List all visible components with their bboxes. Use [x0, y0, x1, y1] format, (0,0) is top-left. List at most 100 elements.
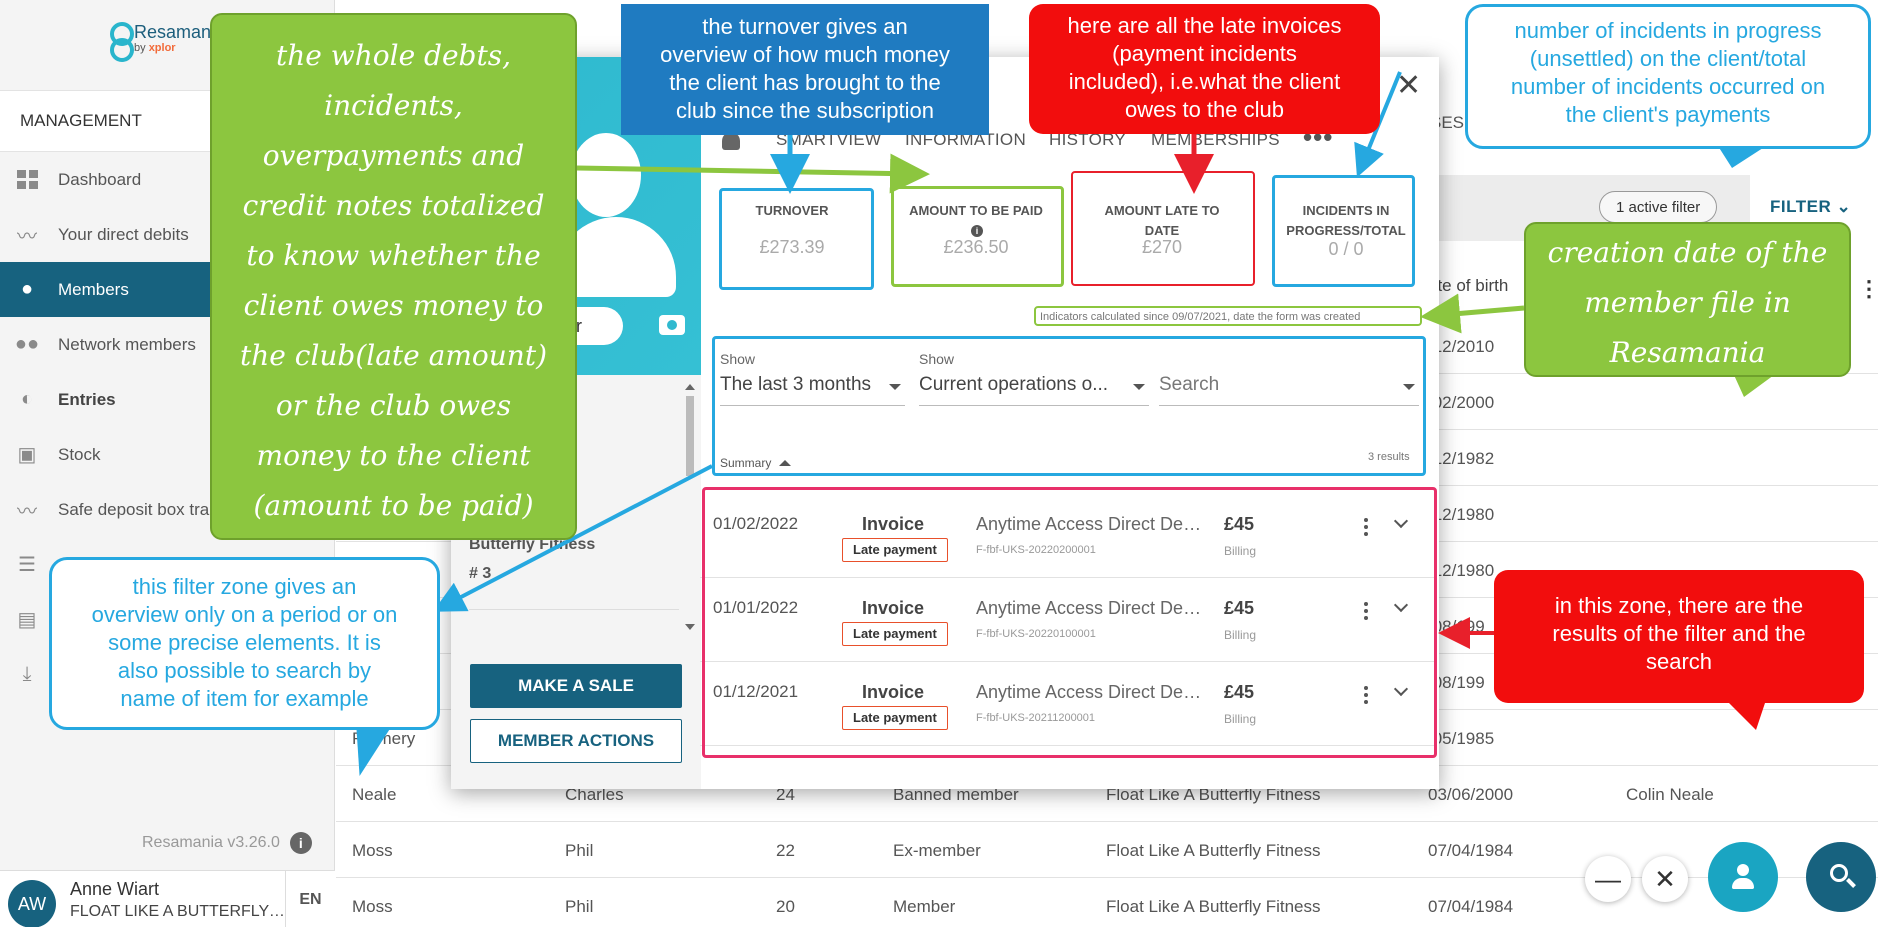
column-menu-icon[interactable]: ⋮	[1858, 276, 1878, 301]
cell-club: Float Like A Butterfly Fitness	[1106, 897, 1321, 916]
tab-memberships[interactable]: MEMBERSHIPS	[1151, 130, 1280, 149]
bell-icon[interactable]	[722, 132, 740, 150]
kebab-menu-icon[interactable]	[1364, 602, 1368, 622]
operations-value: Current operations o...	[919, 374, 1109, 395]
sidebar-item-network-members[interactable]: ●● Network members	[0, 317, 335, 372]
callout-turnover: the turnover gives an overview of how muc…	[621, 4, 989, 135]
callout-line: here are all the late invoices	[1067, 13, 1342, 38]
cell-club: Float Like A Butterfly Fitness	[1106, 841, 1321, 860]
sidebar-item-label: Safe deposit box tra	[58, 499, 210, 519]
kpi-turnover: TURNOVER £273.39	[717, 187, 867, 281]
kpi-amount-late: AMOUNT LATE TO DATE £270	[1087, 187, 1237, 281]
sidebar-item-downloads[interactable]: ⤓	[0, 647, 335, 702]
filter-label: FILTER	[1770, 197, 1832, 216]
list-icon: ☰	[18, 554, 36, 576]
operation-date: 01/01/2022	[713, 598, 799, 617]
kebab-menu-icon[interactable]	[1364, 518, 1368, 538]
cell-last: Moss	[352, 841, 393, 860]
arrow-debts	[576, 153, 930, 194]
arrow-incidents	[1354, 71, 1402, 178]
cell-dob: /12/1980	[1428, 505, 1495, 524]
cell-first: Phil	[565, 841, 594, 860]
make-a-sale-button[interactable]: MAKE A SALE	[470, 664, 682, 708]
chevron-down-icon: ⌄	[1836, 197, 1852, 216]
kpi-label: AMOUNT LATE TO DATE	[1104, 203, 1220, 238]
sidebar-item-label: Network members	[58, 334, 196, 354]
trend-icon: 〰	[17, 226, 37, 248]
cell-dob: /08/199	[1428, 673, 1485, 692]
kebab-menu-icon[interactable]	[1364, 686, 1368, 706]
cell-status: Ex-member	[893, 841, 981, 860]
stock-icon: ▣	[17, 444, 37, 466]
sidebar-item-dashboard[interactable]: Dashboard	[0, 152, 335, 207]
avatar[interactable]: AW	[8, 880, 56, 927]
cell-dob: 03/06/2000	[1428, 785, 1514, 804]
member-placeholder-head	[571, 133, 641, 217]
close-panel-button[interactable]: ✕	[1642, 856, 1688, 902]
member-actions-button[interactable]: MEMBER ACTIONS	[470, 719, 682, 763]
user-panel[interactable]: AW Anne Wiart FLOAT LIKE A BUTTERFLY FIT…	[0, 870, 335, 927]
highlight-incidents	[1272, 175, 1415, 287]
sidebar-item-cards[interactable]: ▤	[0, 592, 335, 647]
cell-last: Framery	[352, 729, 416, 748]
language-switch[interactable]: EN	[285, 871, 335, 927]
search-select[interactable]: Search	[1159, 374, 1419, 406]
operations-select[interactable]: Current operations o...	[919, 374, 1149, 406]
chevron-down-icon	[889, 384, 901, 390]
callout-line: overview of how much money	[660, 42, 950, 67]
period-select[interactable]: The last 3 months	[720, 374, 905, 406]
sidebar-item-direct-debits[interactable]: 〰 Your direct debits	[0, 207, 335, 262]
info-icon[interactable]: i	[289, 832, 312, 854]
column-header-dob[interactable]: ate of birth	[1428, 276, 1509, 295]
callout-line: the whole debts,	[276, 39, 511, 72]
tab-history[interactable]: HISTORY	[1049, 130, 1127, 149]
callout-late: here are all the late invoices(payment i…	[1029, 4, 1380, 134]
operation-category: Billing	[1224, 544, 1257, 558]
download-icon: ⤓	[22, 663, 32, 685]
resamania-logo[interactable]: Resamania by xplor	[108, 22, 225, 68]
cell-owner: Colin Neale	[1626, 785, 1714, 804]
cell-first: Phil	[565, 897, 594, 916]
search-placeholder: Search	[1159, 374, 1220, 395]
cell-age: 24	[776, 785, 795, 804]
kpi-amount-to-pay: AMOUNT TO BE PAID i £236.50	[901, 187, 1051, 281]
callout-line: overpayments and	[262, 139, 525, 172]
member-fab-button[interactable]	[1708, 842, 1778, 912]
highlight-to-pay	[891, 186, 1064, 287]
callout-line: creation date of the	[1547, 236, 1828, 269]
sidebar-item-stock[interactable]: ▣ Stock	[0, 427, 335, 482]
callout-debts: the whole debts,incidents,overpayments a…	[210, 13, 577, 540]
sidebar-item-safe-deposit[interactable]: 〰 Safe deposit box tra	[0, 482, 335, 537]
sidebar-item-entries[interactable]: ◐ Entries	[0, 372, 335, 427]
operation-category: Billing	[1224, 628, 1257, 642]
search-icon	[1830, 864, 1848, 882]
callout-line: Resamania	[1609, 336, 1766, 369]
chevron-up-icon	[779, 460, 792, 466]
callout-line: client owes money to	[243, 289, 544, 322]
minimize-button[interactable]: —	[1585, 856, 1631, 902]
cell-dob: 07/04/1984	[1428, 841, 1514, 860]
member-number: # 3	[469, 565, 492, 582]
sidebar-item-reports[interactable]: ☰	[0, 537, 335, 592]
callout-line: the turnover gives an	[702, 14, 908, 39]
trend-icon: 〰	[17, 501, 37, 523]
callout-line: the club(late amount)	[240, 339, 547, 372]
member-club-line2: Butterfly Fitness	[469, 536, 596, 553]
search-fab-button[interactable]	[1806, 842, 1876, 912]
summary-toggle[interactable]: Summary	[720, 456, 792, 470]
cell-dob: /05/1985	[1428, 729, 1495, 748]
callout-line: also possible to search by	[117, 658, 372, 683]
camera-icon[interactable]	[659, 315, 685, 335]
operation-type: Invoice	[862, 682, 925, 702]
callout-line: included), i.e.what the client	[1068, 69, 1341, 94]
info-icon[interactable]: i	[971, 225, 983, 237]
side-panel-scrollbar[interactable]	[683, 382, 697, 632]
active-filter-chip[interactable]: 1 active filter	[1599, 191, 1718, 223]
filter-button[interactable]: FILTER ⌄	[1770, 197, 1851, 217]
